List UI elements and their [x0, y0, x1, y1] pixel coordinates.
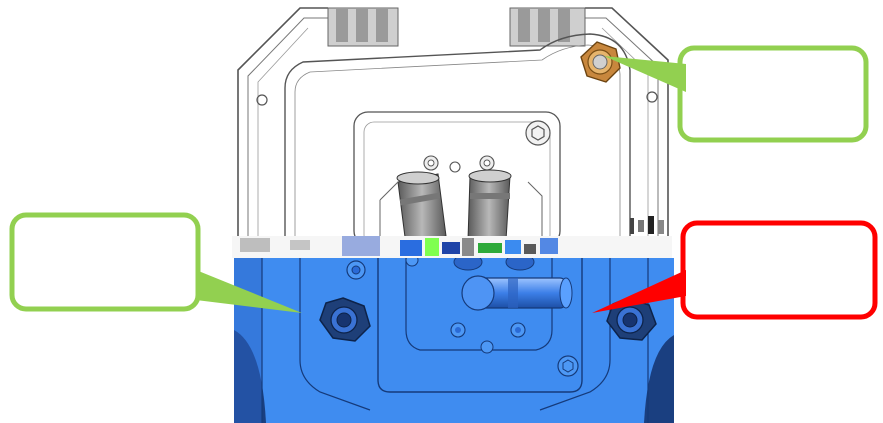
- blue-render-view: [234, 258, 674, 423]
- line-art-view: [232, 0, 672, 245]
- callout-right: [592, 220, 878, 320]
- push-fitting-tube: [461, 275, 573, 311]
- left-hex-nut: [319, 297, 371, 342]
- brass-nut: [580, 41, 621, 83]
- callout-left: [9, 212, 302, 313]
- left-push-fitting: [396, 171, 447, 245]
- right-push-fitting: [467, 169, 512, 241]
- right-hex-nut: [606, 297, 657, 341]
- render-glitch-strip: [232, 216, 672, 258]
- callout-top-right: [604, 45, 869, 143]
